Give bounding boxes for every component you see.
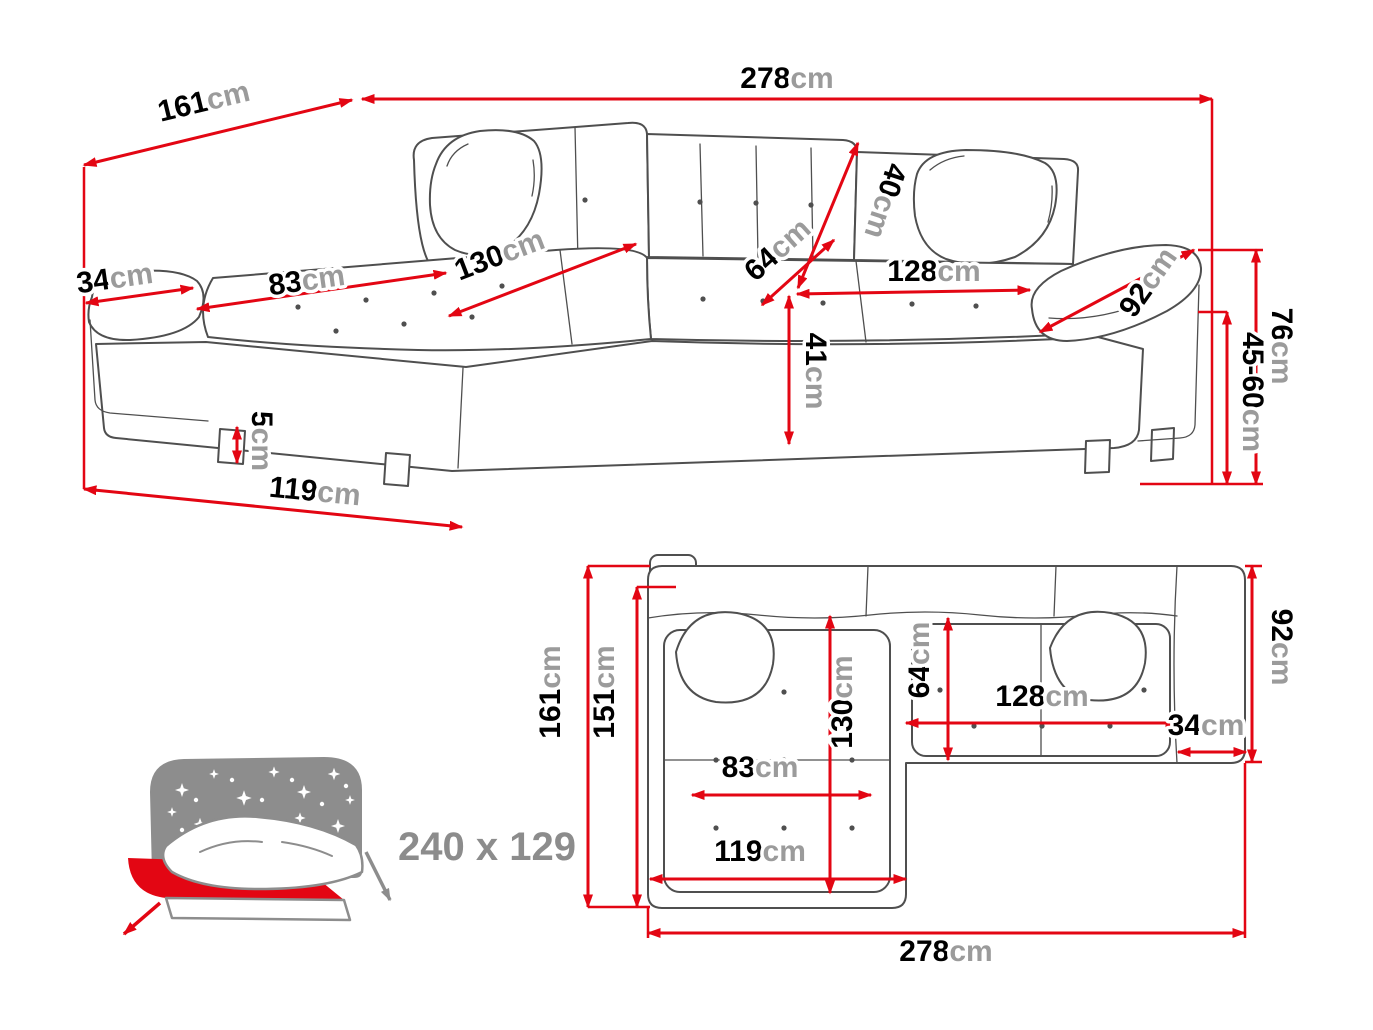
dim-label-width-278: 278cm: [740, 62, 833, 95]
dim-label-top-83: 83cm: [722, 751, 799, 784]
dim-label-depth-161: 161cm: [155, 75, 254, 129]
dim-label-top-128: 128cm: [995, 680, 1088, 713]
dim-label-top-92: 92cm: [1265, 609, 1298, 686]
pillow-left-crease: [446, 143, 535, 197]
top-view-dimensions: 161cm 151cm 92cm 130cm 64cm 128cm 34cm 8…: [531, 564, 1302, 972]
unfold-arrow-gray: [364, 851, 392, 902]
dim-label-top-119: 119cm: [714, 835, 806, 868]
dim-label-top-278: 278cm: [899, 935, 992, 968]
dim-label-seat-height-range: 45-60cm: [1236, 332, 1269, 452]
dim-line-chaise-width-83: [195, 269, 448, 313]
armrest-left-front-line: [89, 319, 209, 422]
dim-line-depth-161: [82, 98, 354, 167]
leg: [1084, 439, 1111, 474]
dim-label-top-151: 151cm: [588, 645, 621, 738]
unfold-arrow-red: [122, 901, 162, 936]
perspective-view: 278cm 161cm 119cm 34cm 83cm 130cm 64cm 4…: [71, 59, 1302, 531]
pillow-right: [912, 149, 1058, 266]
dim-label-seat-width-128: 128cm: [887, 255, 980, 288]
armrest-inner-edge: [1173, 565, 1178, 764]
dim-line-chaise-length-130: [447, 242, 638, 318]
top-view: 161cm 151cm 92cm 130cm 64cm 128cm 34cm 8…: [531, 554, 1302, 972]
dim-label-top-161: 161cm: [534, 645, 567, 738]
backrest-separators: [865, 565, 1057, 617]
pillow-right-crease: [929, 155, 1053, 223]
dim-label-top-130: 130cm: [826, 655, 859, 748]
bed-frame: [164, 896, 352, 922]
bed-size-label: 240 x 129: [398, 825, 576, 869]
armrest-right-side-line: [1137, 284, 1200, 442]
dim-line-armrest-34: [84, 284, 195, 307]
leg: [217, 428, 246, 465]
dim-label-chaise-depth-119: 119cm: [268, 471, 363, 513]
dim-label-leg-5: 5cm: [245, 411, 278, 471]
leg: [1150, 427, 1175, 462]
dim-label-top-64: 64cm: [903, 622, 936, 699]
sleeping-function-icon: 240 x 129: [122, 757, 576, 936]
dim-line-seat-width-128: [795, 285, 1032, 299]
dim-line-chaise-depth-119: [82, 485, 464, 531]
backrest-mid-panel: [646, 133, 858, 261]
leg: [383, 452, 411, 487]
dim-label-top-34: 34cm: [1168, 709, 1245, 742]
dim-label-seat-height-41: 41cm: [799, 333, 832, 410]
perspective-dimensions: 278cm 161cm 119cm 34cm 83cm 130cm 64cm 4…: [71, 59, 1302, 531]
pillow-right-top: [1049, 610, 1147, 702]
pillow-left: [428, 129, 543, 256]
blanket: [161, 815, 364, 891]
pillow-left-top: [675, 611, 775, 704]
dim-line-armrest-92: [1038, 248, 1196, 334]
dim-label-total-height-76: 76cm: [1265, 308, 1298, 385]
blanket-folds: [199, 840, 333, 857]
base-corner-seam: [457, 367, 464, 469]
dim-line-back-height-40: [796, 141, 860, 290]
